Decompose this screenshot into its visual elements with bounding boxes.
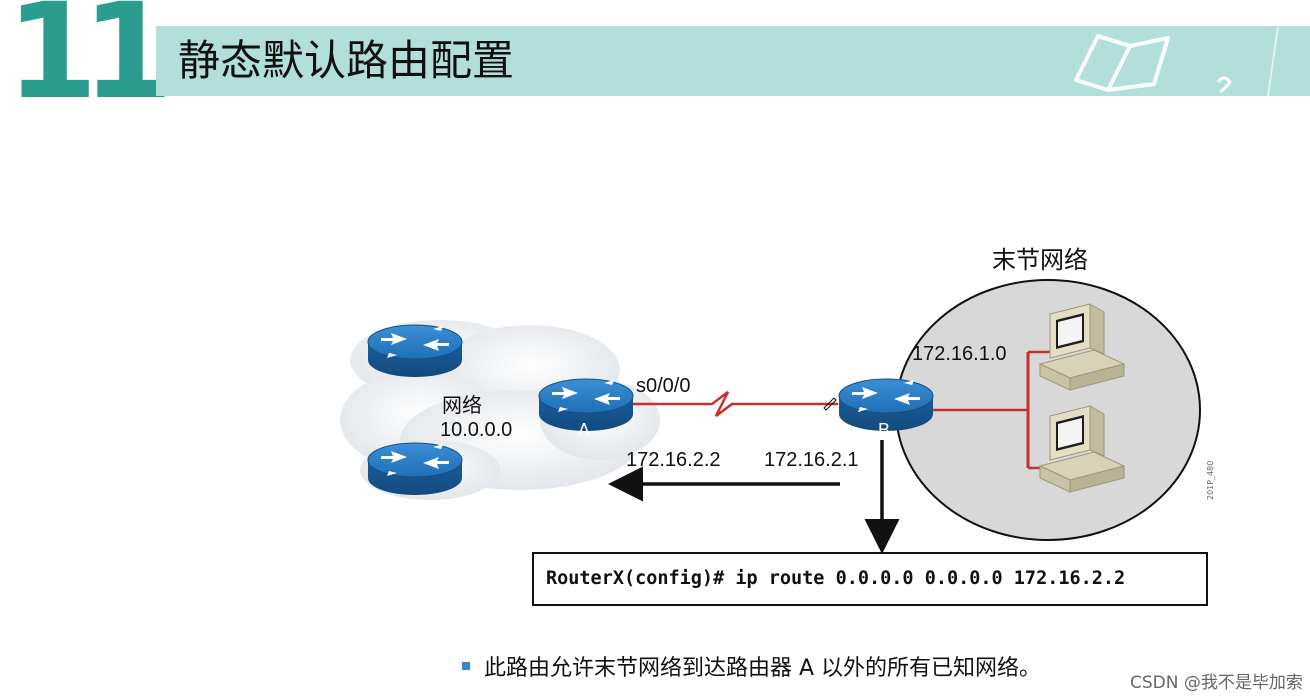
bullet-text: 此路由允许末节网络到达路由器 A 以外的所有已知网络。 [484,656,1042,681]
interface-label: s0/0/0 [636,375,690,397]
figure-id: 201P_480 [1206,460,1215,500]
slide-number: 11 [6,0,174,129]
bullet-item: 此路由允许末节网络到达路由器 A 以外的所有已知网络。 [462,650,1041,682]
stub-network-label: 末节网络 [992,247,1088,274]
lan-subnet-label: 172.16.1.0 [912,343,1007,365]
page-title: 静态默认路由配置 [178,36,515,85]
cloud-network-address: 10.0.0.0 [440,419,512,441]
command-text: RouterX(config)# ip route 0.0.0.0 0.0.0.… [546,568,1126,589]
ip-b-label: 172.16.2.1 [764,449,859,471]
pen-cursor-icon [823,397,837,411]
command-box: RouterX(config)# ip route 0.0.0.0 0.0.0.… [532,552,1208,606]
serial-link [628,391,838,417]
router-icon-cloud-bottom [367,442,463,496]
router-a-label: A [578,420,590,440]
title-bar: 静态默认路由配置 [156,26,1310,96]
router-icon-cloud-top [367,324,463,378]
ip-a-label: 172.16.2.2 [626,449,721,471]
watermark: CSDN @我不是毕加索 [1130,673,1303,693]
cloud-network-label: 网络 [442,394,482,417]
router-b-label: B [878,420,890,440]
book-icon [1074,26,1279,96]
bullet-marker [462,662,470,670]
